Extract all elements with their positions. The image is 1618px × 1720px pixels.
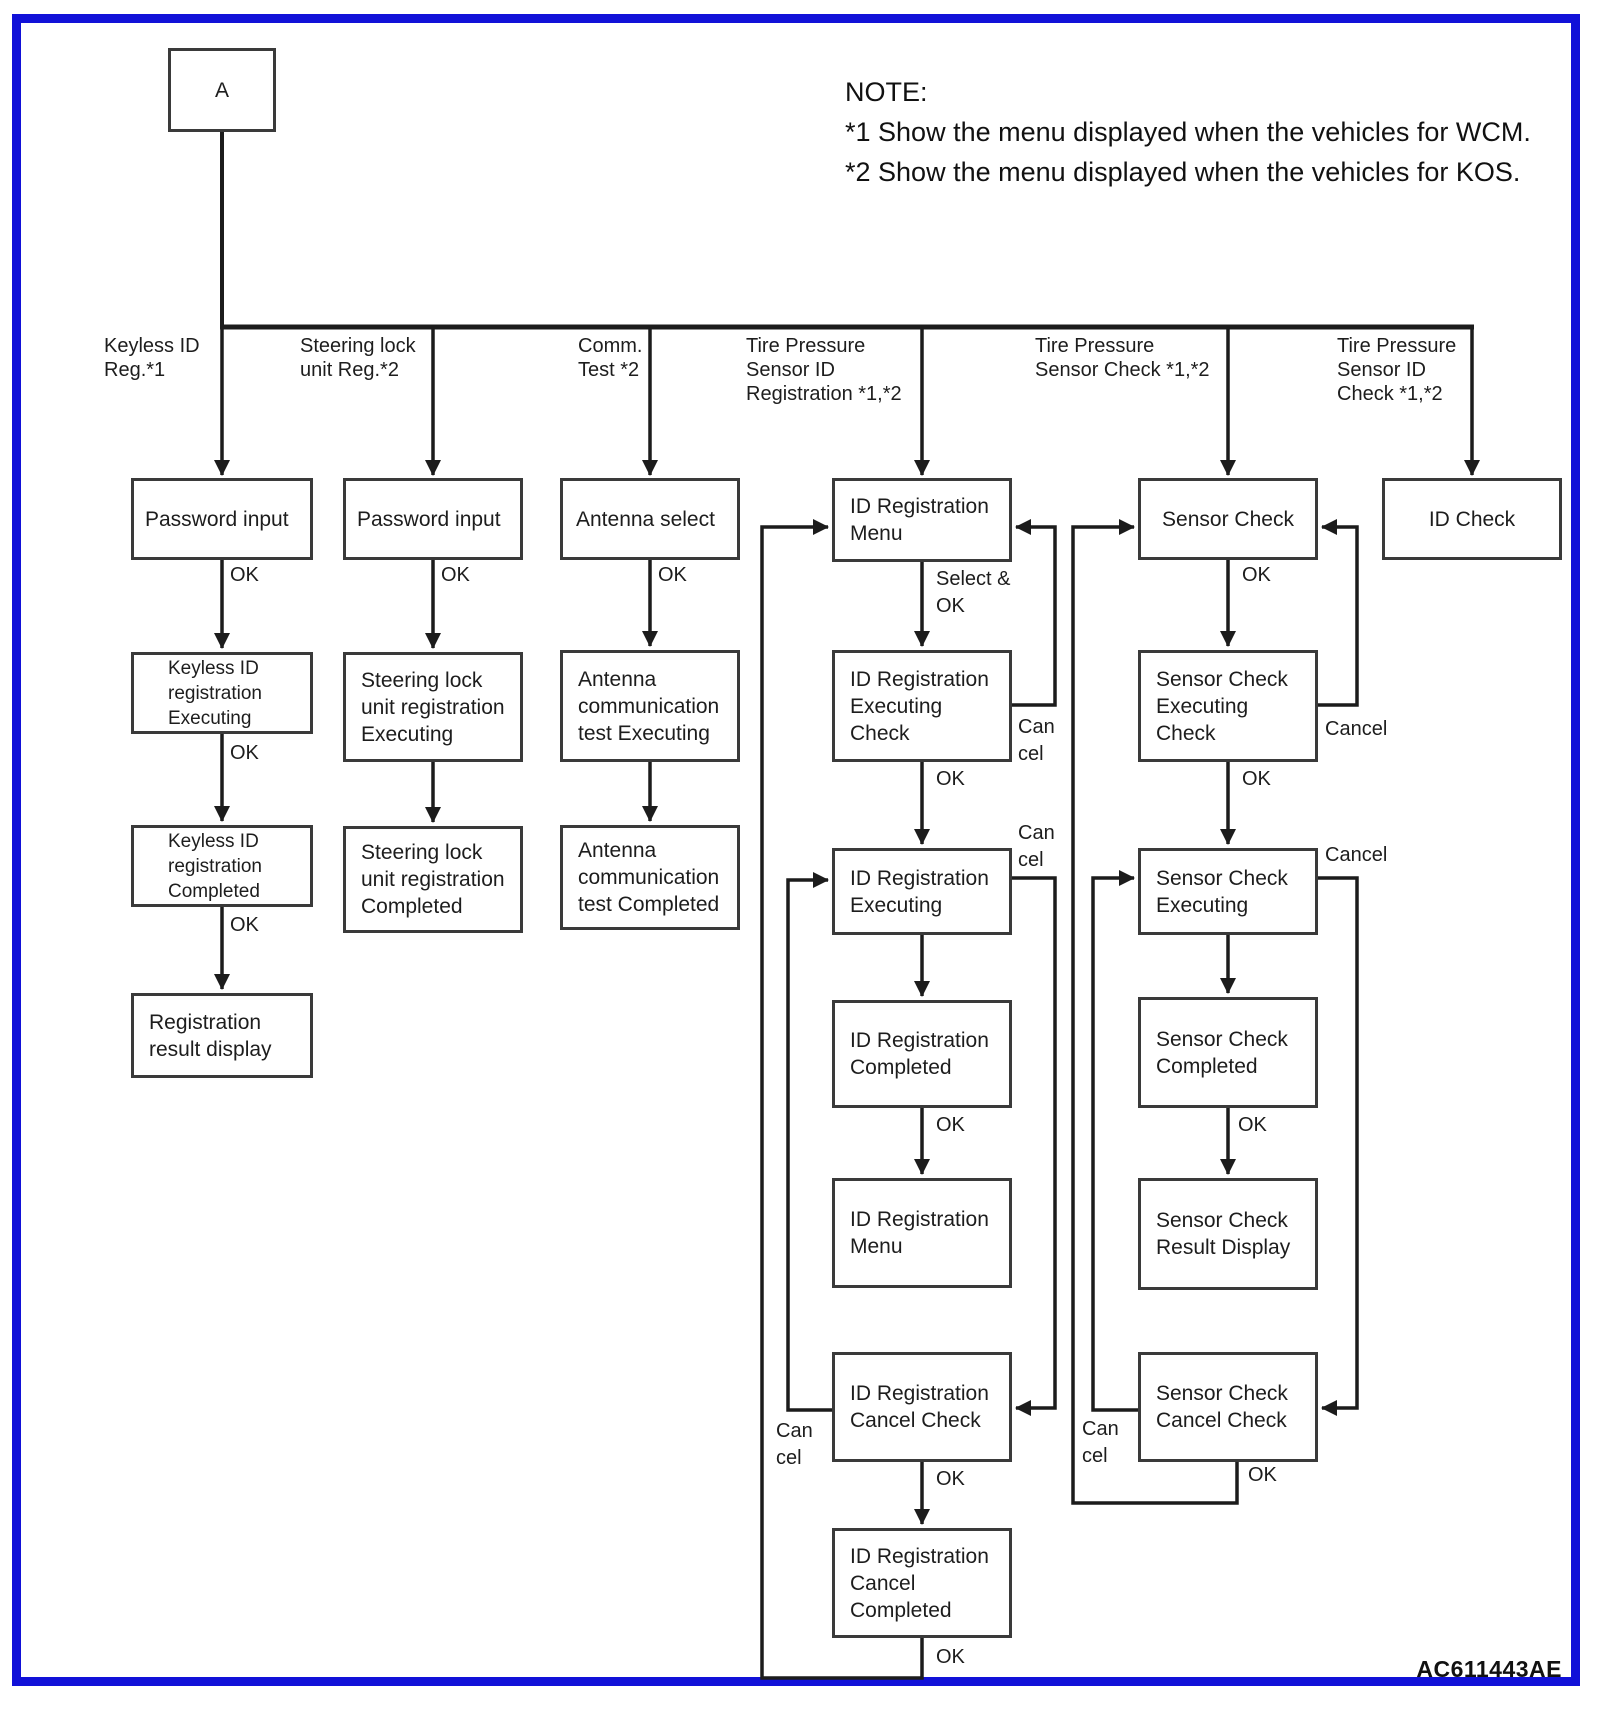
edge-label-ok: OK [1248,1464,1277,1486]
edge-label-ok: OK [230,564,259,586]
node-registration-result-display: Registration result display [131,993,313,1078]
note-line-1: *1 Show the menu displayed when the vehi… [845,117,1531,147]
edge-label-select-ok: Select & OK [936,568,1011,617]
node-id-registration-menu-2: ID Registration Menu [832,1178,1012,1288]
branch-label-steering: Steering lock unit Reg.*2 [300,335,416,381]
note-title: NOTE: [845,77,928,107]
edge-label-ok: OK [1242,564,1271,586]
edge-label-cancel: Can cel [1018,716,1055,765]
branch-label-comm: Comm. Test *2 [578,335,643,381]
node-steering-password-input: Password input [343,478,523,560]
node-id-check: ID Check [1382,478,1562,560]
branch-label-tp-sensor-id-check: Tire Pressure Sensor ID Check *1,*2 [1337,335,1457,405]
edge-label-cancel: Can cel [1082,1418,1119,1467]
edge-label-ok: OK [936,1646,965,1668]
edge-label-cancel: Cancel [1325,718,1388,740]
edge-label-ok: OK [658,564,687,586]
node-start: A [168,48,276,132]
node-sensor-check-executing: Sensor Check Executing [1138,848,1318,935]
node-sensor-check-result-display: Sensor Check Result Display [1138,1178,1318,1290]
edge-label-ok: OK [936,1468,965,1490]
node-id-registration-cancel-check: ID Registration Cancel Check [832,1352,1012,1462]
branch-label-tp-sensor-id-reg: Tire Pressure Sensor ID Registration *1,… [746,335,902,405]
node-sensor-check-executing-check: Sensor Check Executing Check [1138,650,1318,762]
node-antenna-test-executing: Antenna communication test Executing [560,650,740,762]
node-sensor-check-cancel-check: Sensor Check Cancel Check [1138,1352,1318,1462]
edge-label-ok: OK [441,564,470,586]
node-antenna-test-completed: Antenna communication test Completed [560,825,740,930]
node-steering-registration-executing: Steering lock unit registration Executin… [343,652,523,762]
node-keyless-registration-completed: Keyless ID registration Completed [131,825,313,907]
branch-label-tp-sensor-check: Tire Pressure Sensor Check *1,*2 [1035,335,1210,381]
node-sensor-check-completed: Sensor Check Completed [1138,997,1318,1108]
node-keyless-password-input: Password input [131,478,313,560]
node-keyless-registration-executing: Keyless ID registration Executing [131,652,313,734]
note-line-2: *2 Show the menu displayed when the vehi… [845,157,1521,187]
edge-label-ok: OK [936,1114,965,1136]
edge-label-ok: OK [1242,768,1271,790]
edge-label-cancel: Can cel [1018,822,1055,871]
edge-label-cancel: Cancel [1325,844,1388,866]
node-antenna-select: Antenna select [560,478,740,560]
node-id-registration-menu: ID Registration Menu [832,478,1012,562]
edge-label-ok: OK [230,914,259,936]
node-id-registration-cancel-completed: ID Registration Cancel Completed [832,1528,1012,1638]
branch-label-keyless: Keyless ID Reg.*1 [104,335,200,381]
edge-label-cancel: Can cel [776,1420,813,1469]
node-steering-registration-completed: Steering lock unit registration Complete… [343,826,523,933]
figure-code: AC611443AE [1416,1656,1562,1682]
node-id-registration-executing: ID Registration Executing [832,848,1012,935]
node-id-registration-executing-check: ID Registration Executing Check [832,650,1012,762]
node-sensor-check: Sensor Check [1138,478,1318,560]
node-id-registration-completed: ID Registration Completed [832,1000,1012,1108]
edge-label-ok: OK [1238,1114,1267,1136]
edge-label-ok: OK [936,768,965,790]
note-block: NOTE: *1 Show the menu displayed when th… [845,72,1531,192]
edge-label-ok: OK [230,742,259,764]
